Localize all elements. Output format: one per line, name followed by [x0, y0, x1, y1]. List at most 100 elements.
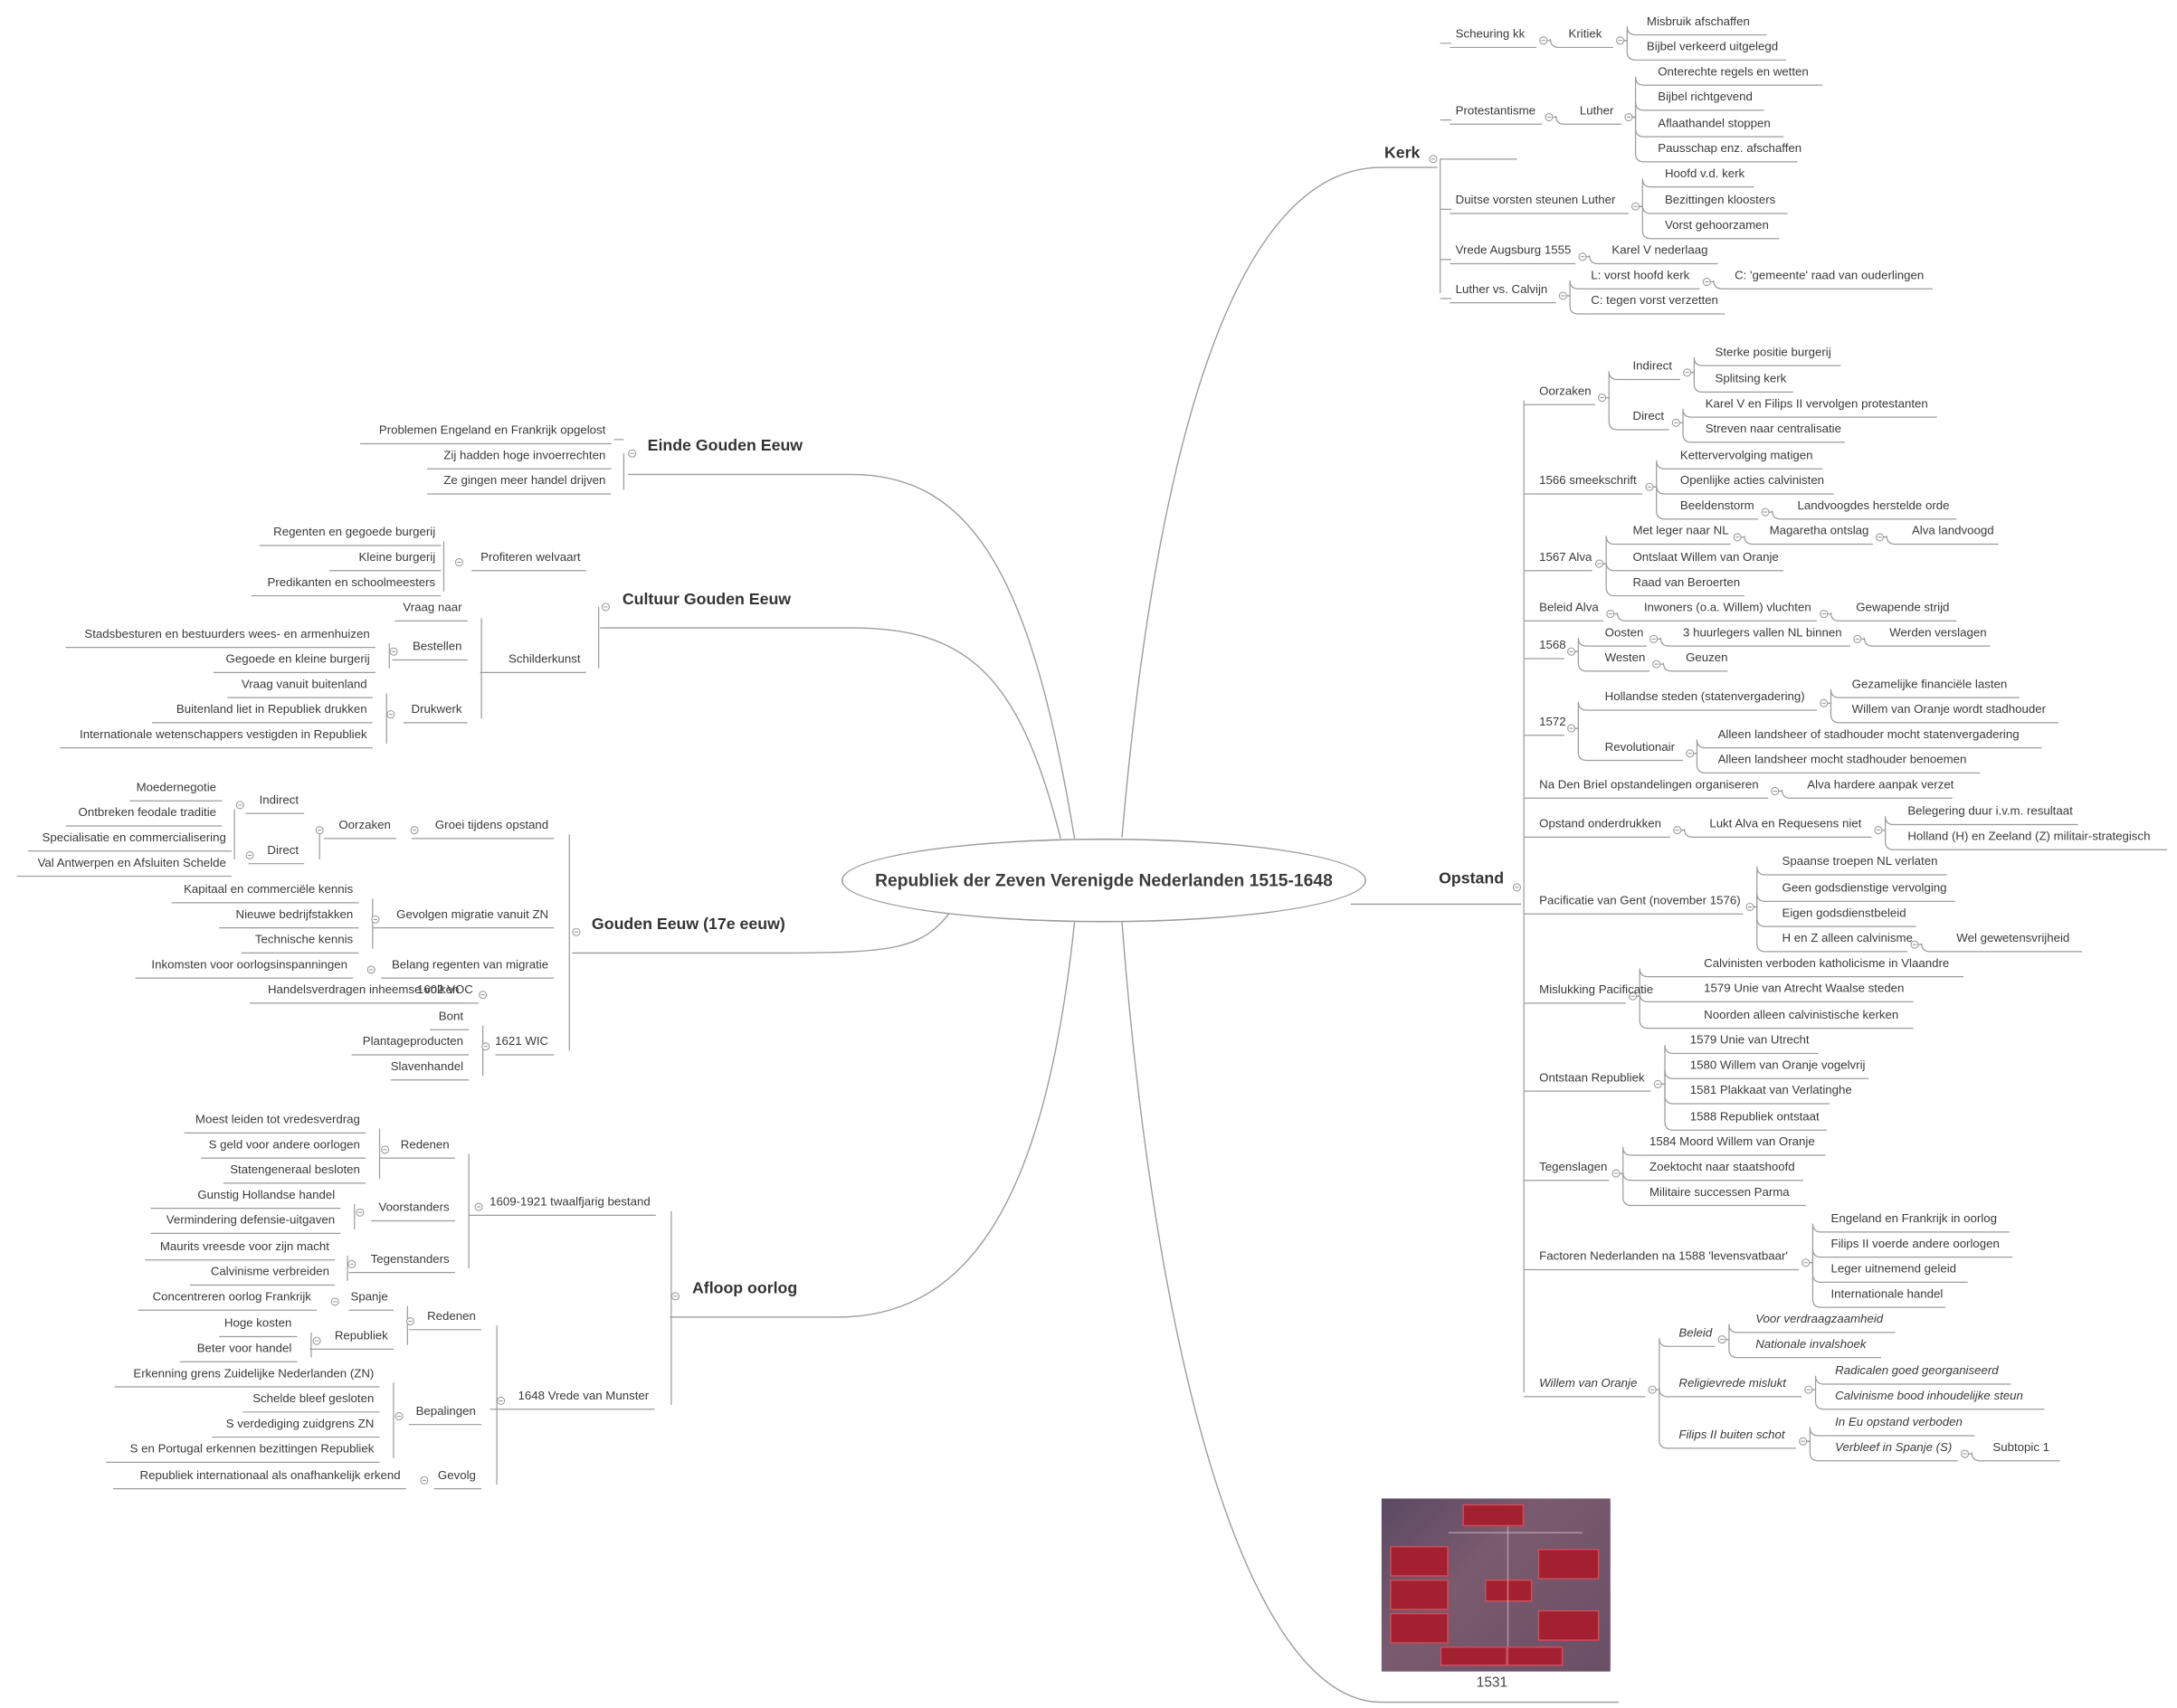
topic-label[interactable]: Gewapende strijd	[1856, 600, 1950, 615]
topic-label[interactable]: Indirect	[1632, 358, 1672, 374]
topic-label[interactable]: Willem van Oranje	[1539, 1376, 1638, 1390]
topic-label[interactable]: Inwoners (o.a. Willem) vluchten	[1643, 600, 1811, 615]
topic-label[interactable]: Einde Gouden Eeuw	[647, 437, 803, 455]
topic-label[interactable]: Bezittingen kloosters	[1664, 193, 1776, 207]
topic-label[interactable]: Wel gewetensvrijheid	[1956, 931, 2070, 945]
topic-label[interactable]: Calvinisme bood inhoudelijke steun	[1835, 1389, 2023, 1403]
topic-label[interactable]: Gegoede en kleine burgerij	[225, 651, 370, 667]
topic-label[interactable]: 1621 WIC	[495, 1034, 549, 1049]
topic-label[interactable]: Alleen landsheer mocht stadhouder benoem…	[1717, 752, 1967, 767]
topic-label[interactable]: Misbruik afschaffen	[1646, 14, 1750, 29]
topic-label[interactable]: Noorden alleen calvinistische kerken	[1704, 1008, 1899, 1022]
topic-label[interactable]: Gouden Eeuw (17e eeuw)	[591, 916, 785, 934]
topic-label[interactable]: Radicalen goed georganiseerd	[1835, 1363, 1999, 1378]
topic-label[interactable]: Karel V nederlaag	[1611, 242, 1708, 258]
topic-label[interactable]: Oosten	[1604, 625, 1644, 640]
topic-label[interactable]: Pausschap enz. afschaffen	[1658, 141, 1802, 156]
topic-label[interactable]: 1572	[1539, 715, 1566, 729]
topic-label[interactable]: Sterke positie burgerij	[1715, 345, 1831, 359]
topic-label[interactable]: Schilderkunst	[509, 651, 581, 667]
topic-label[interactable]: Westen	[1604, 650, 1646, 665]
topic-label[interactable]: Gezamelijke financiële lasten	[1851, 677, 2008, 692]
topic-label[interactable]: 1581 Plakkaat van Verlatinghe	[1689, 1083, 1852, 1097]
topic-label[interactable]: Magaretha ontslag	[1769, 523, 1869, 538]
topic-label[interactable]: 1567 Alva	[1539, 550, 1592, 565]
topic-label[interactable]: Luther vs. Calvijn	[1455, 282, 1548, 297]
topic-label[interactable]: Leger uitnemend geleid	[1830, 1261, 1957, 1276]
topic-label[interactable]: Groei tijdens opstand	[434, 818, 549, 832]
topic-label[interactable]: Onterechte regels en wetten	[1658, 64, 1809, 79]
topic-label[interactable]: Bijbel verkeerd uitgelegd	[1646, 39, 1779, 54]
topic-label[interactable]: Karel V en Filips II vervolgen protestan…	[1705, 396, 1928, 412]
topic-label[interactable]: Mislukking Pacificatie	[1539, 982, 1654, 997]
topic-label[interactable]: Met leger naar NL	[1632, 523, 1729, 538]
topic-label[interactable]: Belang regenten van migratie	[391, 957, 549, 973]
topic-label[interactable]: 1609-1921 twaalfjarig bestand	[490, 1194, 651, 1210]
topic-label[interactable]: Filips II buiten schot	[1678, 1428, 1785, 1442]
topic-label[interactable]: Streven naar centralisatie	[1705, 422, 1841, 436]
topic-label[interactable]: Alva hardere aanpak verzet	[1807, 777, 1954, 792]
topic-label[interactable]: Beter voor handel	[196, 1341, 292, 1356]
topic-label[interactable]: Concentreren oorlog Frankrijk	[152, 1289, 311, 1305]
topic-label[interactable]: Oorzaken	[1539, 384, 1592, 399]
topic-label[interactable]: 1580 Willem van Oranje vogelvrij	[1689, 1058, 1866, 1073]
topic-label[interactable]: S geld voor andere oorlogen	[208, 1137, 360, 1152]
topic-label[interactable]: Nieuwe bedrijfstakken	[235, 907, 354, 922]
topic-label[interactable]: Moest leiden tot vredesverdrag	[195, 1112, 360, 1127]
topic-label[interactable]: Opstand onderdrukken	[1539, 816, 1662, 831]
topic-label[interactable]: 1579 Unie van Utrecht	[1689, 1032, 1810, 1048]
topic-label[interactable]: Religievrede mislukt	[1678, 1376, 1786, 1390]
topic-label[interactable]: Calvinisme verbreiden	[210, 1264, 329, 1279]
topic-label[interactable]: Kerk	[1383, 144, 1421, 162]
topic-label[interactable]: Drukwerk	[411, 702, 462, 716]
topic-label[interactable]: Kritiek	[1568, 26, 1602, 42]
topic-label[interactable]: Internationale handel	[1830, 1286, 1944, 1302]
topic-label[interactable]: Redenen	[427, 1309, 476, 1324]
topic-label[interactable]: Bont	[438, 1009, 464, 1024]
topic-label[interactable]: Statengeneraal besloten	[230, 1162, 360, 1177]
topic-label[interactable]: Ontbreken feodale traditie	[78, 805, 217, 820]
topic-label[interactable]: Schelde bleef gesloten	[252, 1391, 375, 1406]
topic-label[interactable]: Openlijke acties calvinisten	[1679, 473, 1825, 488]
topic-label[interactable]: Maurits vreesde voor zijn macht	[159, 1239, 329, 1254]
topic-label[interactable]: Luther	[1579, 103, 1614, 119]
topic-label[interactable]: C: 'gemeente' raad van ouderlingen	[1735, 268, 1925, 283]
topic-label[interactable]: Alva landvoogd	[1911, 523, 1994, 538]
topic-label[interactable]: Inkomsten voor oorlogsinspanningen	[151, 957, 348, 973]
topic-label[interactable]: Cultuur Gouden Eeuw	[622, 591, 792, 608]
topic-label[interactable]: Moedernegotie	[136, 780, 217, 795]
topic-label[interactable]: 1602 VOC	[416, 982, 473, 997]
topic-label[interactable]: 1579 Unie van Atrecht Waalse steden	[1704, 981, 1905, 996]
topic-label[interactable]: Voor verdraagzaamheid	[1755, 1312, 1884, 1326]
topic-label[interactable]: Gevolg	[437, 1468, 476, 1483]
topic-label[interactable]: Direct	[1632, 409, 1665, 423]
topic-label[interactable]: Alleen landsheer of stadhouder mocht sta…	[1717, 727, 2020, 742]
topic-label[interactable]: Raad van Beroerten	[1632, 575, 1741, 590]
topic-label[interactable]: Belegering duur i.v.m. resultaat	[1907, 803, 2073, 819]
topic-label[interactable]: Protestantisme	[1455, 103, 1536, 119]
topic-label[interactable]: Lukt Alva en Requesens niet	[1709, 816, 1862, 831]
topic-label[interactable]: Vrede Augsburg 1555	[1455, 242, 1572, 258]
topic-label[interactable]: Ontslaat Willem van Oranje	[1632, 550, 1779, 565]
topic-label[interactable]: S verdediging zuidgrens ZN	[225, 1417, 375, 1431]
topic-label[interactable]: 1588 Republiek ontstaat	[1689, 1109, 1820, 1124]
attached-image[interactable]	[1381, 1498, 1611, 1672]
topic-label[interactable]: Tegenstanders	[370, 1252, 450, 1267]
topic-label[interactable]: Gevolgen migratie vanuit ZN	[396, 907, 549, 922]
topic-label[interactable]: Pacificatie van Gent (november 1576)	[1539, 893, 1741, 908]
topic-label[interactable]: Landvoogdes herstelde orde	[1797, 498, 1950, 513]
topic-label[interactable]: Verbleef in Spanje (S)	[1835, 1440, 1953, 1455]
topic-label[interactable]: Beleid	[1678, 1325, 1713, 1341]
topic-label[interactable]: Eigen godsdienstbeleid	[1782, 906, 1906, 920]
topic-label[interactable]: H en Z alleen calvinisme	[1782, 931, 1913, 945]
topic-label[interactable]: Revolutionair	[1604, 740, 1676, 754]
topic-label[interactable]: Spanje	[350, 1289, 388, 1305]
topic-label[interactable]: 1568	[1539, 638, 1566, 652]
topic-label[interactable]: Val Antwerpen en Afsluiten Schelde	[37, 856, 226, 870]
topic-label[interactable]: Problemen Engeland en Frankrijk opgelost	[378, 422, 606, 438]
topic-label[interactable]: Na Den Briel opstandelingen organiseren	[1539, 777, 1759, 792]
topic-label[interactable]: Subtopic 1	[1992, 1440, 2050, 1455]
topic-label[interactable]: Calvinisten verboden katholicisme in Vla…	[1704, 956, 1950, 971]
topic-label[interactable]: Beeldenstorm	[1679, 498, 1754, 513]
topic-label[interactable]: Vraag naar	[403, 600, 462, 615]
